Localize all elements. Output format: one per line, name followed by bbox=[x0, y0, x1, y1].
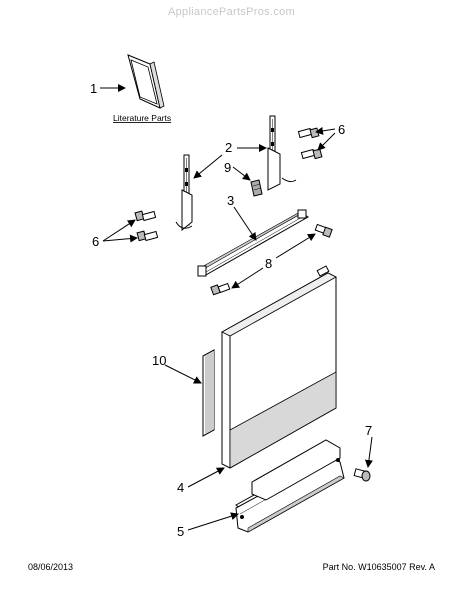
leader-line bbox=[187, 512, 239, 531]
right-hinge bbox=[267, 115, 297, 191]
door-top-trim bbox=[197, 209, 309, 277]
leader-line bbox=[232, 166, 251, 181]
literature-parts-label: Literature Parts bbox=[113, 113, 171, 123]
leader-line bbox=[364, 436, 373, 468]
callout-2: 2 bbox=[225, 140, 232, 155]
leader-line bbox=[102, 234, 138, 243]
leader-line bbox=[187, 467, 225, 488]
callout-8: 8 bbox=[265, 256, 272, 271]
callout-4: 4 bbox=[177, 480, 184, 495]
left-hinge bbox=[175, 154, 193, 232]
screw bbox=[297, 127, 320, 139]
diagram-date: 08/06/2013 bbox=[28, 562, 74, 572]
callout-10: 10 bbox=[152, 353, 166, 368]
callout-5: 5 bbox=[177, 524, 184, 539]
screw bbox=[300, 148, 323, 160]
leader-line bbox=[275, 233, 316, 259]
screw bbox=[134, 210, 157, 222]
leader-line bbox=[193, 154, 223, 179]
leader-line bbox=[233, 206, 257, 241]
door-insulation bbox=[202, 349, 215, 437]
literature-booklet bbox=[127, 54, 165, 109]
screw bbox=[136, 230, 159, 242]
part-number: Part No. W10635007 Rev. A bbox=[322, 562, 435, 572]
callout-9: 9 bbox=[224, 160, 231, 175]
screw bbox=[314, 223, 333, 238]
screw bbox=[353, 468, 371, 482]
outer-door-panel bbox=[221, 265, 337, 469]
leader-line bbox=[231, 267, 264, 289]
screw bbox=[210, 282, 231, 296]
callout-3: 3 bbox=[227, 193, 234, 208]
callout-1: 1 bbox=[90, 81, 97, 96]
leader-line bbox=[317, 132, 336, 151]
callout-6-left: 6 bbox=[92, 234, 99, 249]
watermark: AppliancePartsPros.com bbox=[167, 6, 296, 18]
bottom-kickplate bbox=[235, 439, 345, 533]
leader-line bbox=[164, 364, 202, 384]
leader-line bbox=[315, 126, 336, 135]
leader-line bbox=[102, 219, 136, 242]
callout-6-top: 6 bbox=[338, 122, 345, 137]
hinge-clip bbox=[250, 179, 263, 197]
callout-7: 7 bbox=[365, 423, 372, 438]
